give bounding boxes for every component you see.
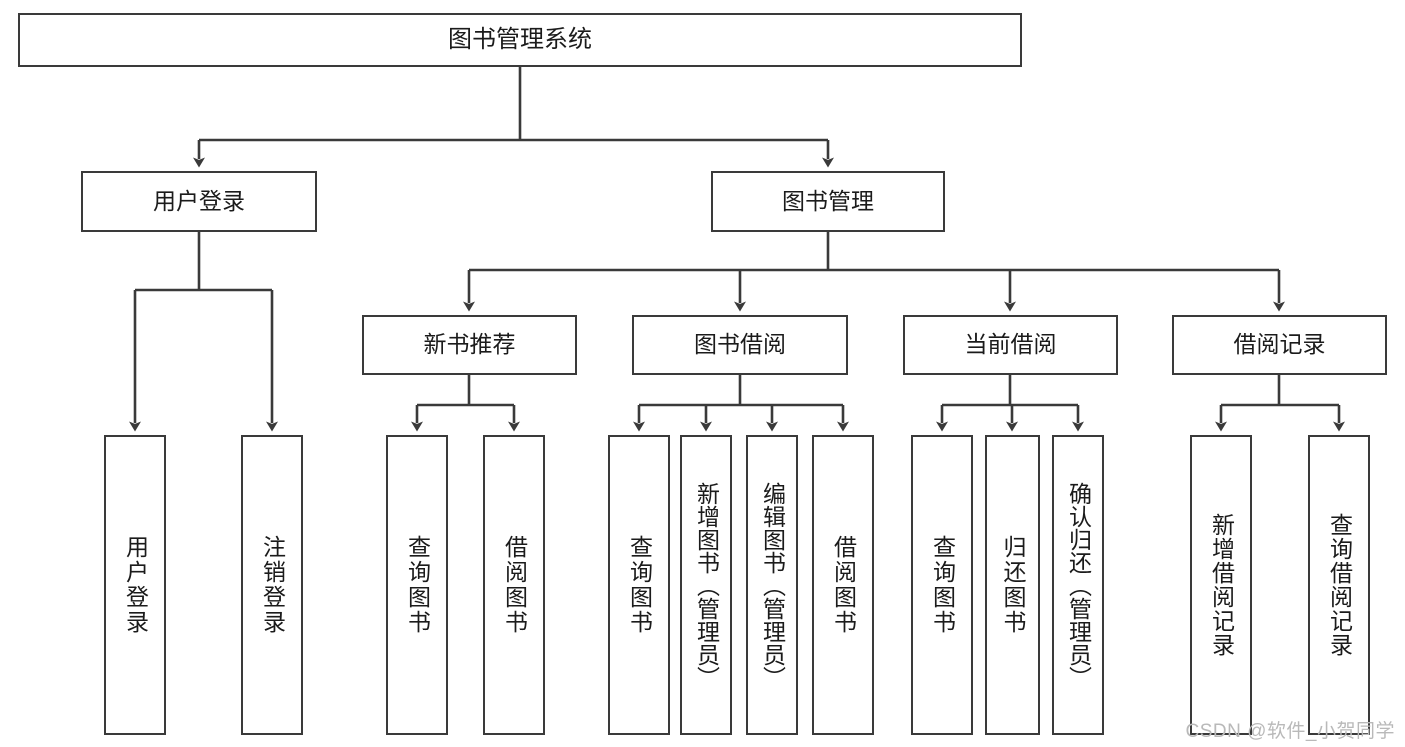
node-book-borrow-label: 图书借阅 [694,331,786,358]
node-leaf-edit-book-label: 编辑图书（管理员） [759,481,786,689]
node-current-borrow-label: 当前借阅 [964,331,1057,358]
node-user-login[interactable]: 用户登录 [81,171,317,232]
node-borrow-record[interactable]: 借阅记录 [1172,315,1387,375]
node-leaf-return-book-label: 归还图书 [1000,535,1026,635]
node-leaf-query-book-1-label: 查询图书 [404,535,431,635]
node-root-label: 图书管理系统 [448,25,592,53]
node-book-borrow[interactable]: 图书借阅 [632,315,848,375]
node-leaf-query-book-2[interactable]: 查询图书 [608,435,670,735]
node-book-manage[interactable]: 图书管理 [711,171,945,232]
node-current-borrow[interactable]: 当前借阅 [903,315,1118,375]
node-leaf-add-book-label: 新增图书（管理员） [693,481,720,689]
node-leaf-query-record[interactable]: 查询借阅记录 [1308,435,1370,735]
node-leaf-logout-login-label: 注销登录 [259,535,286,635]
node-leaf-borrow-book-1-label: 借阅图书 [501,535,528,635]
node-leaf-query-book-2-label: 查询图书 [626,535,653,635]
node-leaf-borrow-book-2[interactable]: 借阅图书 [812,435,874,735]
node-leaf-user-login[interactable]: 用户登录 [104,435,166,735]
node-leaf-query-book-3[interactable]: 查询图书 [911,435,973,735]
node-leaf-add-record-label: 新增借阅记录 [1208,513,1235,657]
node-new-book-recommend[interactable]: 新书推荐 [362,315,577,375]
node-leaf-edit-book[interactable]: 编辑图书（管理员） [746,435,798,735]
node-user-login-label: 用户登录 [153,187,245,214]
node-leaf-confirm-return-label: 确认归还（管理员） [1065,481,1092,689]
node-leaf-query-book-1[interactable]: 查询图书 [386,435,448,735]
node-leaf-user-login-label: 用户登录 [122,535,149,635]
node-leaf-logout-login[interactable]: 注销登录 [241,435,303,735]
node-borrow-record-label: 借阅记录 [1233,331,1326,358]
node-new-book-recommend-label: 新书推荐 [423,331,516,358]
node-leaf-borrow-book-1[interactable]: 借阅图书 [483,435,545,735]
watermark-text: CSDN @软件_小贺同学 [1185,721,1395,742]
node-leaf-return-book[interactable]: 归还图书 [985,435,1040,735]
node-leaf-query-record-label: 查询借阅记录 [1326,513,1353,657]
node-leaf-add-record[interactable]: 新增借阅记录 [1190,435,1252,735]
node-leaf-confirm-return[interactable]: 确认归还（管理员） [1052,435,1104,735]
node-leaf-query-book-3-label: 查询图书 [929,535,956,635]
node-book-manage-label: 图书管理 [782,187,874,214]
node-root[interactable]: 图书管理系统 [18,13,1022,67]
node-leaf-borrow-book-2-label: 借阅图书 [830,535,857,635]
node-leaf-add-book[interactable]: 新增图书（管理员） [680,435,732,735]
